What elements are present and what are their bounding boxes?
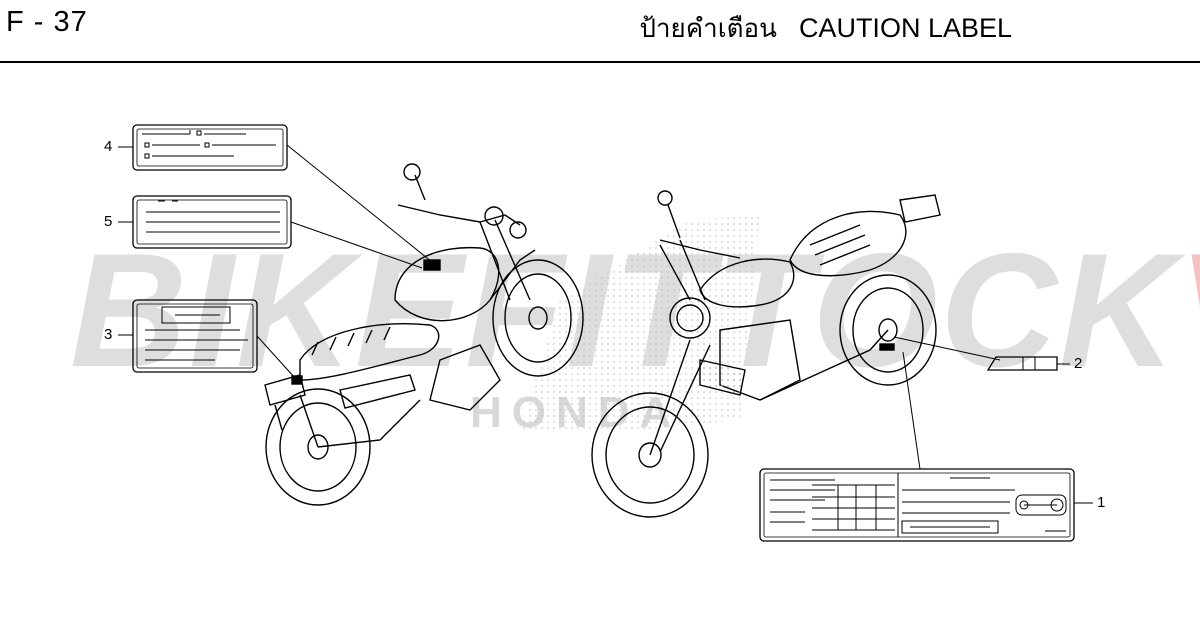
leader-line-2 xyxy=(893,336,1001,361)
caution-label-2 xyxy=(986,356,1058,371)
left-bike-seat xyxy=(299,323,440,381)
right-bike-tail-light xyxy=(899,194,941,223)
right-bike-seat xyxy=(789,210,907,277)
left-bike-tail-light xyxy=(264,374,306,406)
motorcycle-right-illustration xyxy=(591,190,941,518)
callout-number-3: 3 xyxy=(104,326,113,343)
right-bike-chain xyxy=(759,329,889,401)
left-bike-label-marker xyxy=(423,259,441,271)
page-title-english: CAUTION LABEL xyxy=(798,13,1012,43)
header-divider xyxy=(0,61,1200,63)
caution-label-1 xyxy=(759,468,1075,542)
callout-number-4: 4 xyxy=(104,138,113,155)
callout-number-1: 1 xyxy=(1097,494,1106,511)
right-bike-headlight xyxy=(669,297,711,339)
left-bike-rear-wheel xyxy=(265,388,371,506)
right-bike-fuel-tank xyxy=(699,258,795,308)
right-bike-mirror xyxy=(657,190,673,206)
watermark-text-accent: VN xyxy=(1178,220,1200,401)
watermark-dot-pattern xyxy=(520,215,760,430)
left-bike-front-wheel xyxy=(492,259,584,377)
motorcycle-left-illustration xyxy=(264,163,584,506)
left-bike-handlebar xyxy=(397,204,521,226)
caution-label-5 xyxy=(132,195,292,249)
leader-line-4 xyxy=(286,144,433,263)
right-bike-label-marker xyxy=(879,343,895,351)
caution-label-3 xyxy=(132,299,258,373)
callout-number-5: 5 xyxy=(104,213,113,230)
page-title-thai: ป้ายคำเตือน xyxy=(639,14,777,44)
right-bike-handlebar xyxy=(659,239,741,259)
callout-number-2: 2 xyxy=(1074,355,1083,372)
page-title: ป้ายคำเตือน CAUTION LABEL xyxy=(639,8,1012,49)
chain-adjust-icon xyxy=(1015,494,1067,516)
left-bike-engine xyxy=(429,344,501,411)
callout-leader-lines xyxy=(118,144,1093,504)
left-bike-mirror xyxy=(403,163,421,181)
left-bike-fuel-tank xyxy=(394,246,500,322)
leader-line-1 xyxy=(902,351,921,470)
leader-line-3 xyxy=(256,335,296,379)
right-bike-front-wheel xyxy=(591,392,709,518)
caution-label-4 xyxy=(132,124,288,171)
page-code: F - 37 xyxy=(6,6,88,38)
right-bike-rear-wheel xyxy=(839,274,937,386)
left-bike-muffler xyxy=(339,374,416,409)
leader-line-5 xyxy=(290,221,423,269)
